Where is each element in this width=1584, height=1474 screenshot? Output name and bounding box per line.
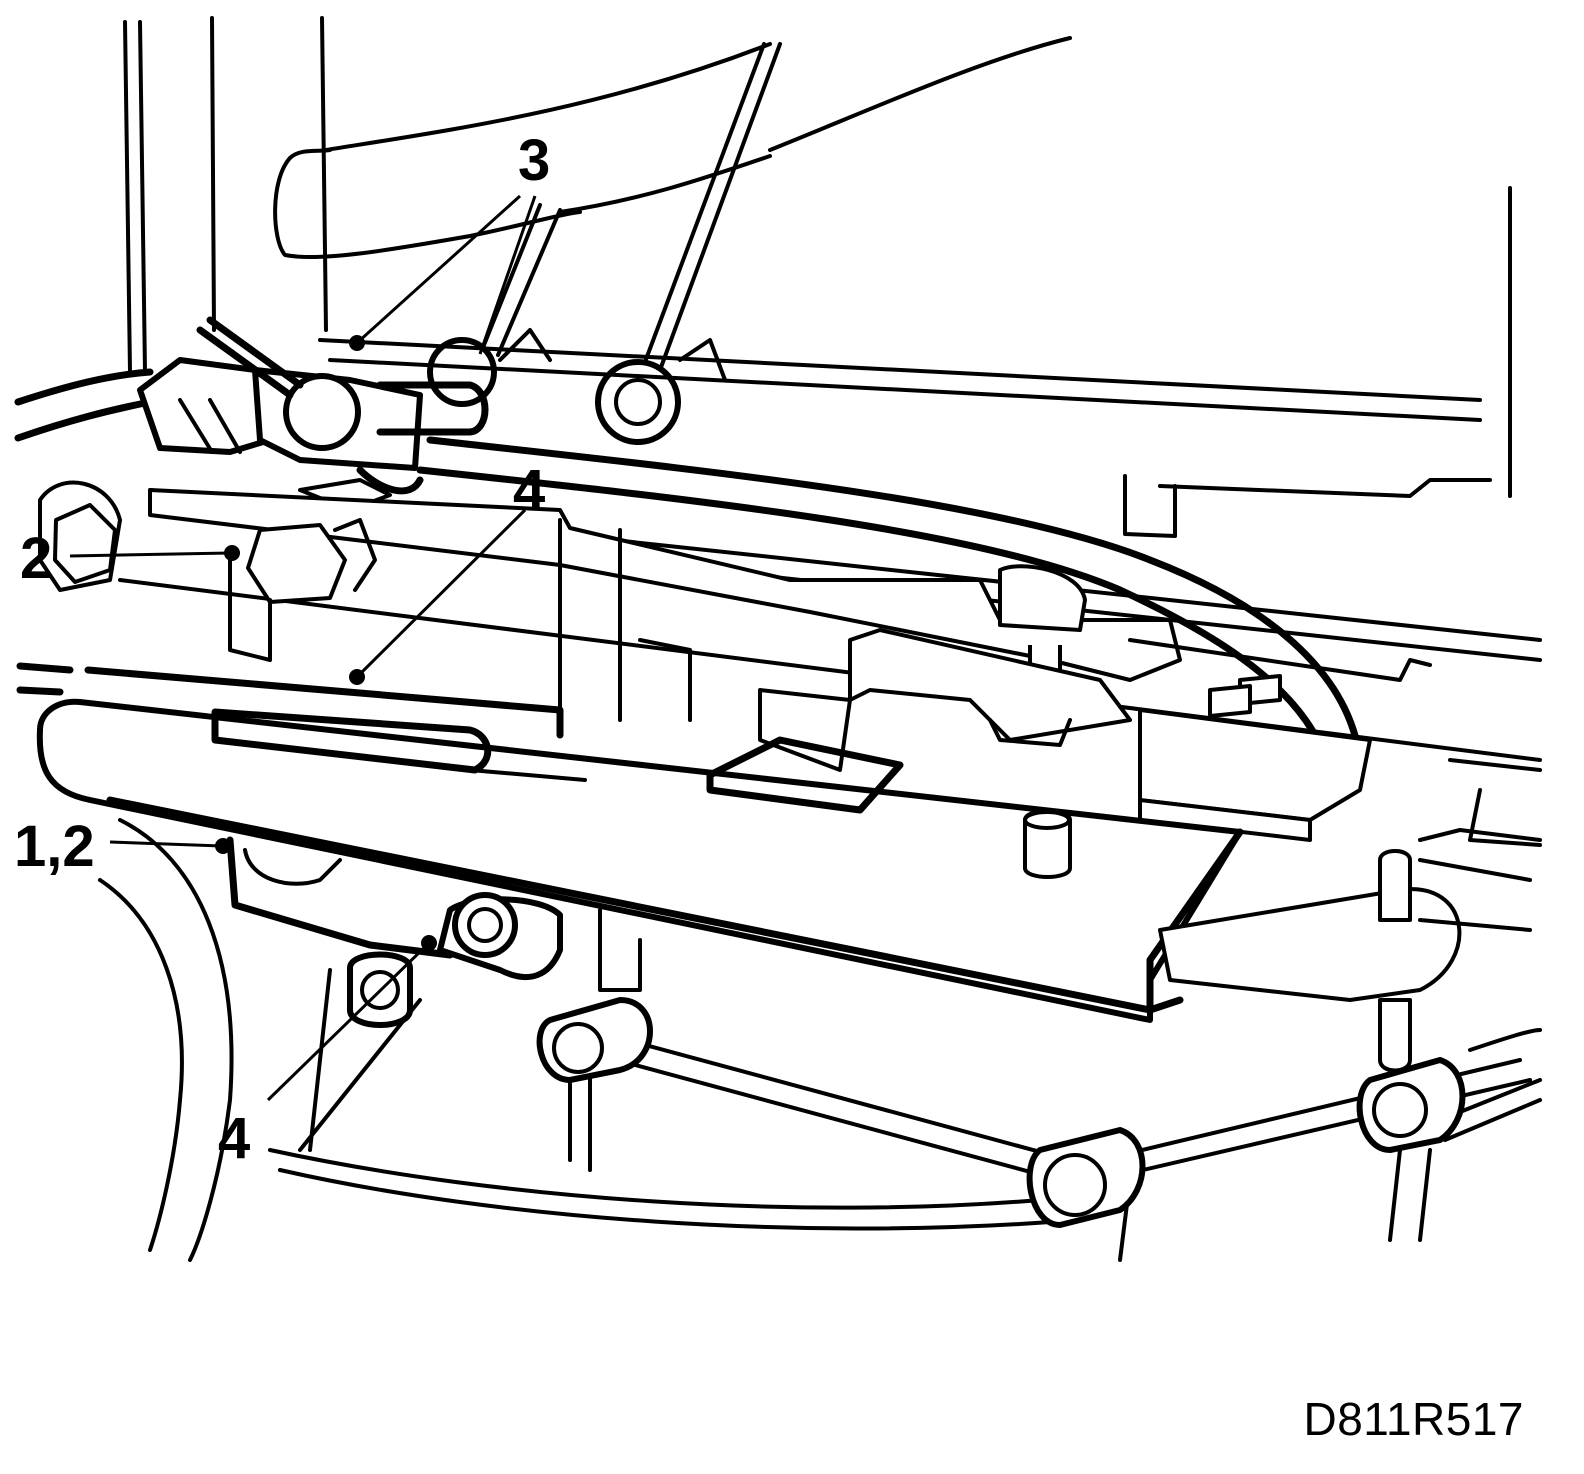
mounting-bolt [226,836,563,981]
lower-seat-frame [98,818,1542,1262]
seat-backrest-frame [123,16,1512,538]
callout-2: 2 [20,526,52,591]
adjuster-lever-arm [1158,828,1542,1073]
callout-4-bottom: 4 [218,1106,250,1171]
reference-code: D811R517 [1303,1393,1524,1445]
callout-leaders [69,194,537,1102]
frame-struts [478,42,782,382]
lower-seat-tray [16,638,1542,1023]
callout-3: 3 [518,128,550,193]
fixing-nut [38,480,377,662]
seat-mount-bracket [758,628,1372,842]
callout-1-2: 1,2 [14,814,95,879]
callout-4-top: 4 [513,458,545,523]
wiring-harness-connector [14,316,489,512]
